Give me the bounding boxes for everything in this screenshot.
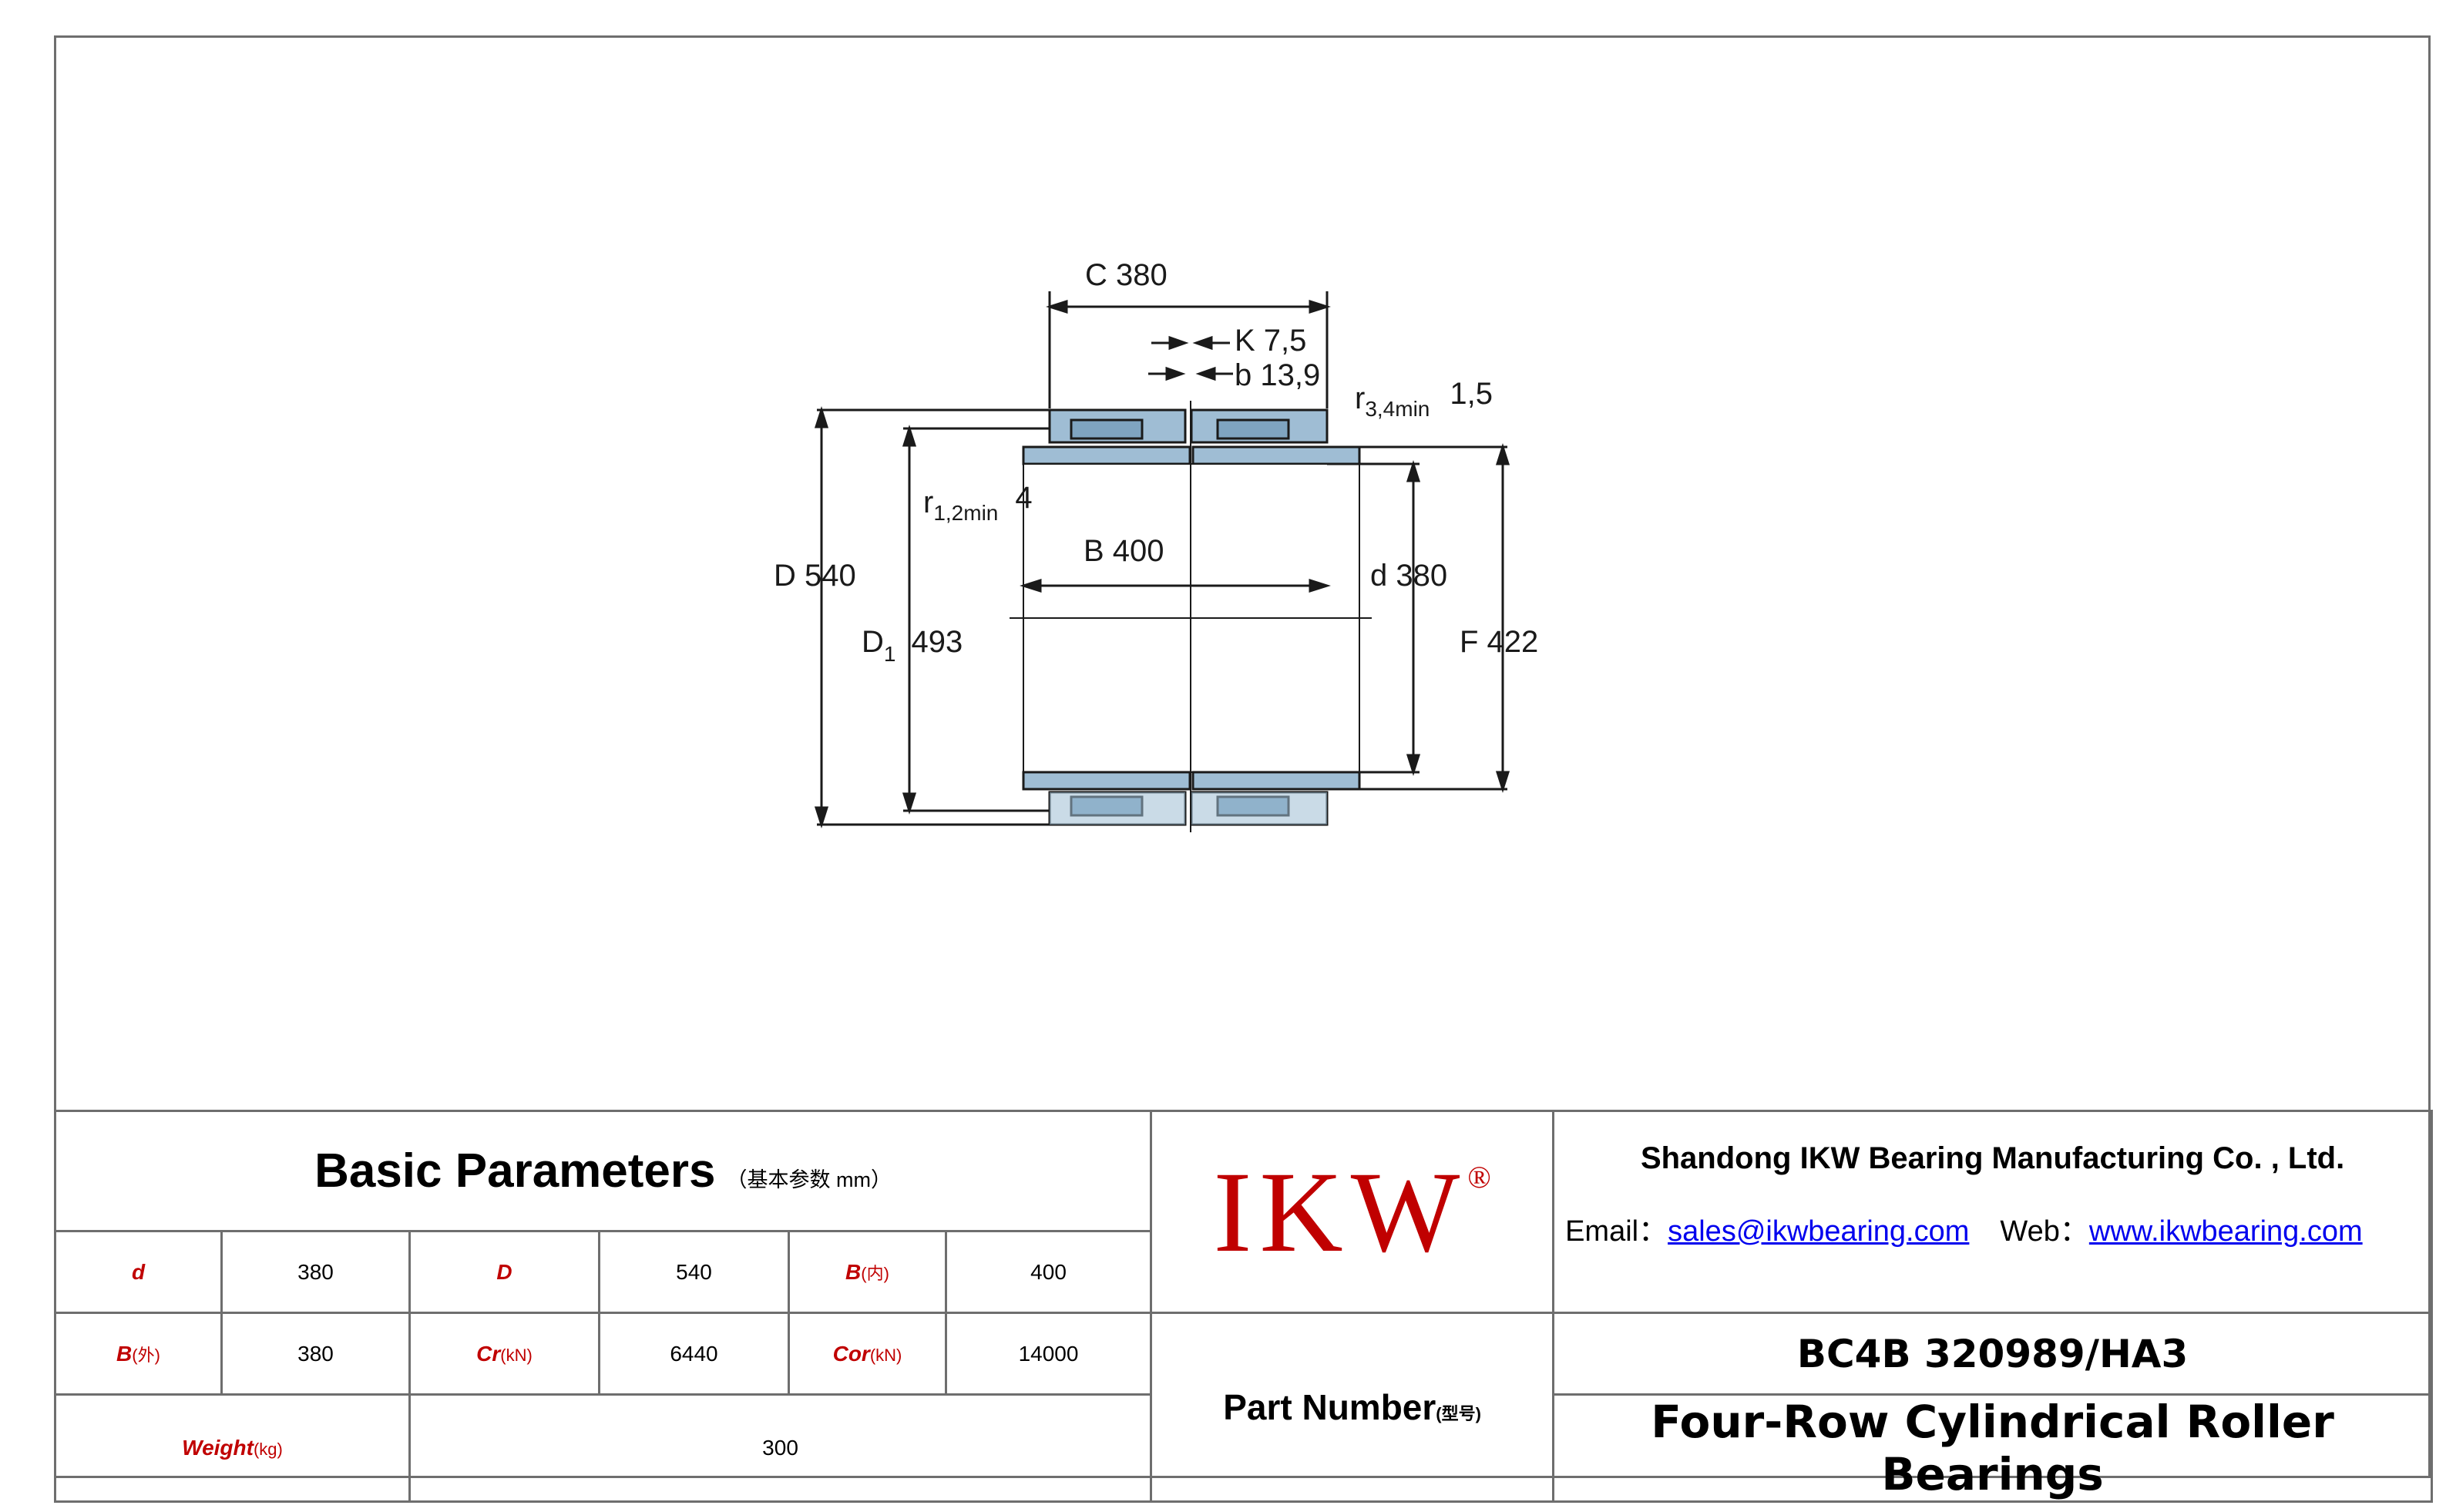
param-b-inner-label: B(内)	[788, 1230, 947, 1314]
website-link[interactable]: www.ikwbearing.com	[2088, 1215, 2363, 1248]
dim-label-f: F 422	[1460, 625, 1538, 659]
inner-ring-bottom-left	[1022, 771, 1191, 791]
param-cor-value: 14000	[944, 1312, 1153, 1396]
param-b-outer-label: B(外)	[54, 1312, 223, 1396]
model-cell: BC4B 320989/HA3	[1552, 1312, 2434, 1396]
basic-parameters-header: Basic Parameters （基本参数 mm）	[53, 1110, 1153, 1232]
param-weight-label: Weight(kg)	[54, 1393, 411, 1503]
roller-top-right	[1216, 418, 1290, 440]
arrow-d1-top	[902, 425, 917, 447]
part-number-label-cell: Part Number(型号)	[1150, 1312, 1555, 1503]
email-link[interactable]: sales@ikwbearing.com	[1668, 1215, 1970, 1248]
arrow-b-left	[1165, 366, 1186, 381]
param-weight-value: 300	[408, 1393, 1153, 1503]
dim-label-k: K 7,5	[1235, 324, 1306, 358]
dim-label-b: b 13,9	[1235, 358, 1320, 392]
param-cor-label: Cor(kN)	[788, 1312, 947, 1396]
arrow-k-right	[1192, 335, 1213, 351]
arrow-d1-bottom	[902, 792, 917, 815]
arrow-b-right	[1195, 366, 1216, 381]
web-label: Web：	[2000, 1215, 2089, 1248]
arrow-outer-d-bottom	[814, 806, 829, 828]
email-label: Email：	[1565, 1215, 1668, 1248]
arrow-bore-left	[1020, 578, 1042, 593]
registered-mark: ®	[1467, 1159, 1491, 1194]
param-b-outer-value: 380	[220, 1312, 411, 1396]
inner-ring-bottom-right	[1191, 771, 1361, 791]
inner-ring-top-right	[1191, 445, 1361, 465]
ikw-logo: IKW®	[1213, 1147, 1491, 1276]
param-cr-label: Cr(kN)	[408, 1312, 600, 1396]
param-b-inner-value: 400	[944, 1230, 1153, 1314]
arrow-outer-d-top	[814, 406, 829, 428]
arrow-bore-d-bottom	[1406, 754, 1421, 776]
logo-cell: IKW®	[1150, 1110, 1555, 1314]
param-outer-d-label: D	[408, 1230, 600, 1314]
model-number: BC4B 320989/HA3	[1796, 1331, 2189, 1376]
inner-ring-top-left	[1022, 445, 1191, 465]
param-d-label: d	[54, 1230, 223, 1314]
company-cell: Shandong IKW Bearing Manufacturing Co. ,…	[1552, 1110, 2434, 1314]
part-number-label: Part Number(型号)	[1223, 1387, 1481, 1427]
arrow-f-bottom	[1495, 771, 1510, 793]
dimension-lines	[814, 291, 1510, 828]
arrow-k-left	[1168, 335, 1189, 351]
arrow-bore-right	[1309, 578, 1331, 593]
param-cr-value: 6440	[598, 1312, 790, 1396]
arrow-c-right	[1309, 299, 1331, 314]
contact-line: Email：sales@ikwbearing.com Web：www.ikwbea…	[1554, 1189, 2431, 1274]
basic-parameters-title: Basic Parameters	[314, 1144, 716, 1198]
arrow-f-top	[1495, 443, 1510, 465]
description-cell: Four-Row Cylindrical Roller Bearings	[1552, 1393, 2434, 1503]
param-outer-d-value: 540	[598, 1230, 790, 1314]
arrow-bore-d-top	[1406, 460, 1421, 482]
dim-label-c: C 380	[1085, 258, 1168, 292]
product-description: Four-Row Cylindrical Roller Bearings	[1651, 1396, 2334, 1500]
dim-label-outer-d: D 540	[774, 559, 856, 593]
basic-parameters-unit: （基本参数 mm）	[726, 1168, 892, 1191]
param-d-value: 380	[220, 1230, 411, 1314]
company-name: Shandong IKW Bearing Manufacturing Co. ,…	[1640, 1141, 2345, 1175]
arrow-c-left	[1046, 299, 1068, 314]
parameters-table: Basic Parameters （基本参数 mm） IKW® Shandong …	[53, 1110, 2434, 1503]
roller-top-left	[1070, 418, 1144, 440]
dim-label-bore-d: d 380	[1370, 559, 1447, 593]
dim-label-bore-width: B 400	[1084, 534, 1164, 568]
